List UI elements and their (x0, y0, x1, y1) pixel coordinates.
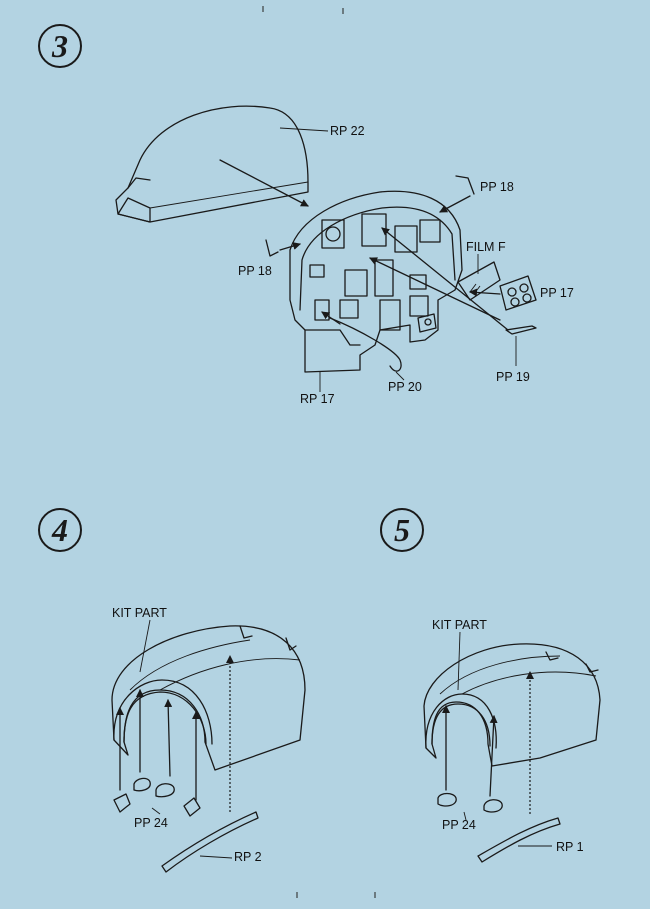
label-kit-part-5: KIT PART (432, 618, 487, 632)
registration-mark (374, 892, 376, 898)
label-pp19: PP 19 (496, 370, 530, 384)
pp17-part (499, 275, 537, 311)
step-4-number: 4 (38, 508, 82, 552)
arrow-rp22 (219, 159, 309, 207)
step-3-assembly (115, 105, 537, 392)
step-4-assembly (111, 619, 306, 873)
film-f-part (457, 261, 501, 301)
label-film-f: FILM F (466, 240, 506, 254)
instrument-panel (289, 190, 463, 373)
label-pp17: PP 17 (540, 286, 574, 300)
rp22-part (115, 105, 309, 223)
label-rp1: RP 1 (556, 840, 584, 854)
pp18-top-part (455, 175, 475, 195)
step-5-number: 5 (380, 508, 424, 552)
pp20-part (329, 317, 402, 372)
label-rp17: RP 17 (300, 392, 335, 406)
label-pp18-top: PP 18 (480, 180, 514, 194)
pp18-left-part (265, 239, 279, 257)
leader-rp22 (279, 127, 329, 132)
pp19-part (505, 325, 537, 335)
label-pp24-5: PP 24 (442, 818, 476, 832)
step-3-number: 3 (38, 24, 82, 68)
label-pp24-4: PP 24 (134, 816, 168, 830)
label-rp22: RP 22 (330, 124, 365, 138)
step-5-assembly (423, 631, 601, 863)
registration-mark (296, 892, 298, 898)
label-pp20: PP 20 (388, 380, 422, 394)
registration-mark (262, 6, 264, 12)
registration-mark (342, 8, 344, 14)
label-pp18-left: PP 18 (238, 264, 272, 278)
label-rp2: RP 2 (234, 850, 262, 864)
label-kit-part-4: KIT PART (112, 606, 167, 620)
